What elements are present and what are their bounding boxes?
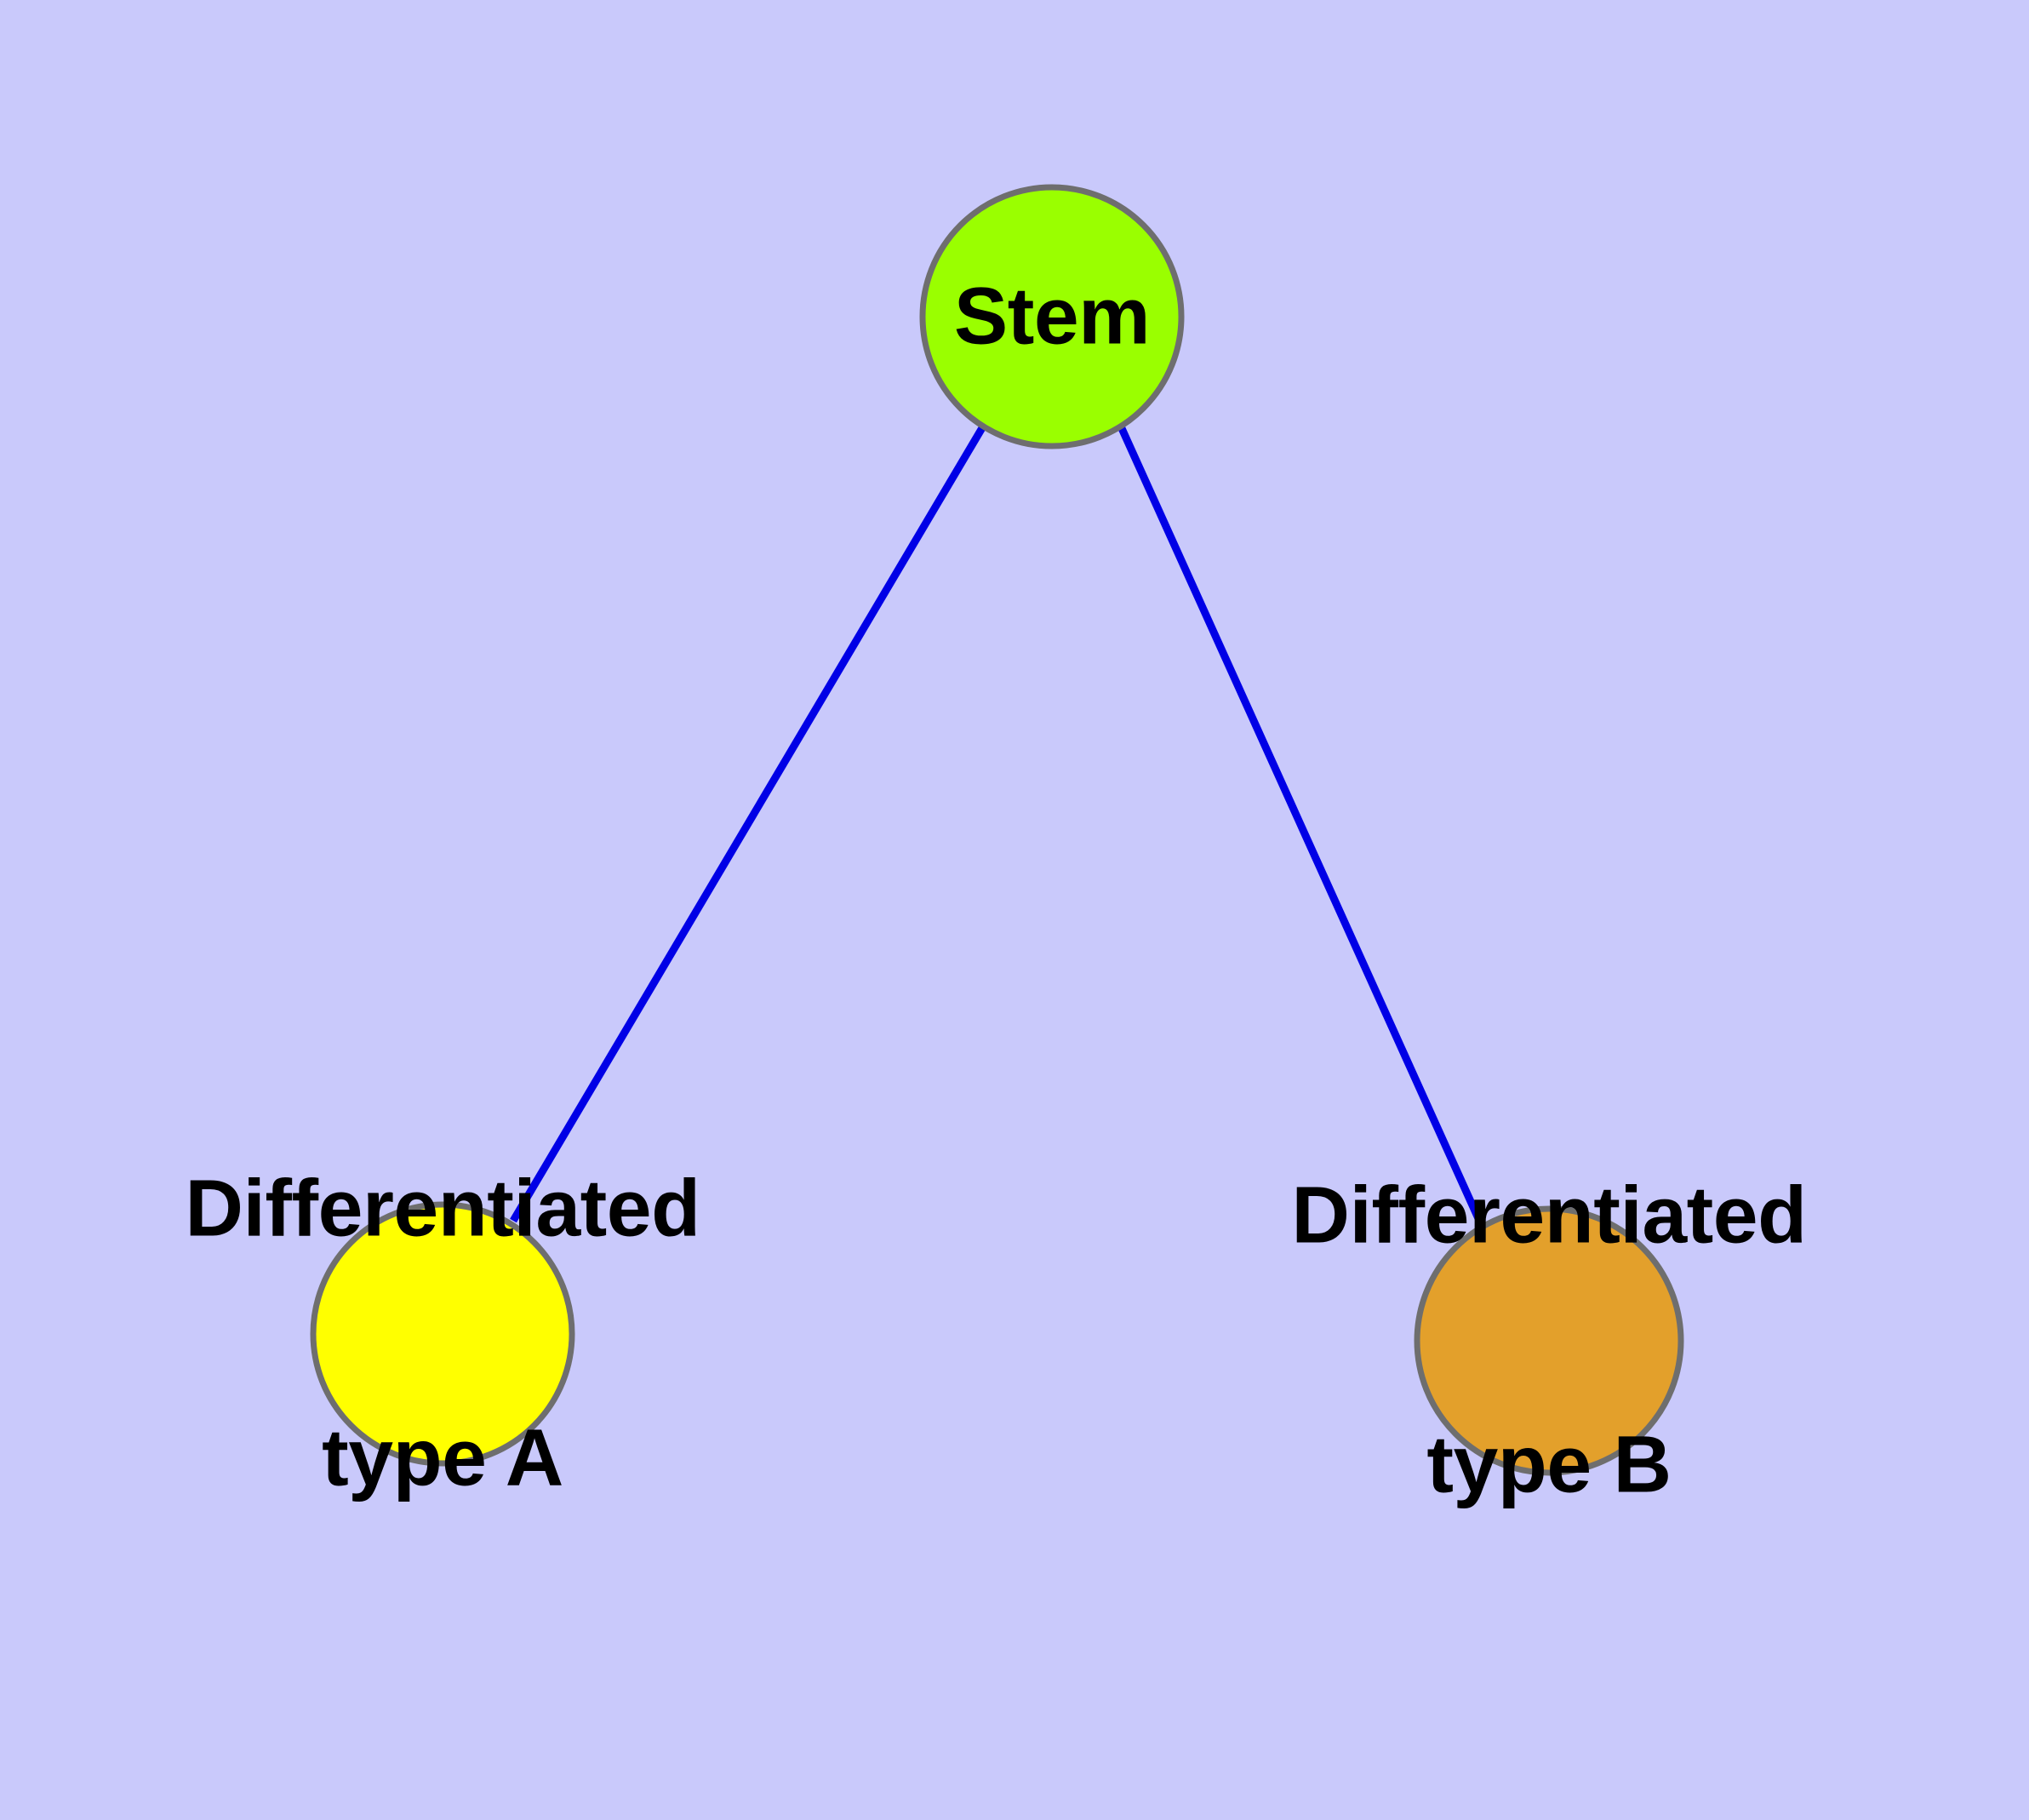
edge-stem-to-differentiated-type-a[interactable] [510,424,986,1223]
edge-stem-to-differentiated-type-b[interactable] [1117,425,1485,1226]
node-layer [310,184,1684,1476]
node-differentiated-type-b[interactable] [1414,1205,1684,1476]
edge-layer [510,424,1485,1226]
node-differentiated-type-a[interactable] [310,1201,575,1467]
node-stem[interactable] [919,184,1185,449]
